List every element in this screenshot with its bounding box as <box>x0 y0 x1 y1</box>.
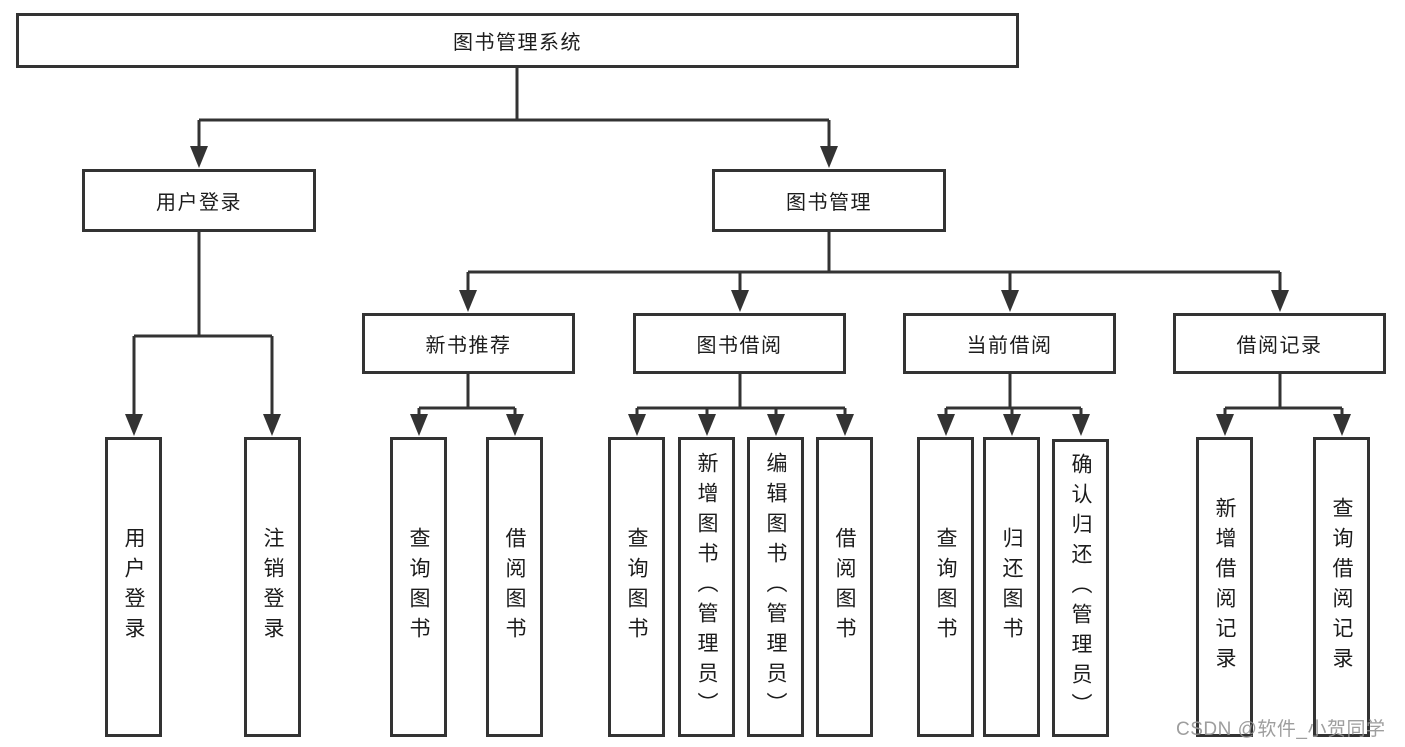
node-label: 用户登录 <box>156 192 242 214</box>
leaf-label: 确认归还（管理员） <box>1069 453 1092 723</box>
leaf-edit-book-admin: 编辑图书（管理员） <box>747 437 804 737</box>
leaf-logout: 注销登录 <box>244 437 301 737</box>
leaf-query-books-current: 查询图书 <box>917 437 974 737</box>
leaf-borrow-books: 借阅图书 <box>816 437 873 737</box>
leaf-add-book-admin: 新增图书（管理员） <box>678 437 735 737</box>
csdn-watermark: CSDN @软件_小贺同学 <box>1176 719 1386 740</box>
leaf-label: 注销登录 <box>261 527 284 647</box>
leaf-borrow-books-recommend: 借阅图书 <box>486 437 543 737</box>
node-library-management-system: 图书管理系统 <box>16 13 1019 68</box>
leaf-user-login: 用户登录 <box>105 437 162 737</box>
leaf-label: 查询图书 <box>934 527 957 647</box>
node-label: 图书管理系统 <box>453 32 582 54</box>
leaf-return-books: 归还图书 <box>983 437 1040 737</box>
leaf-label: 归还图书 <box>1000 527 1023 647</box>
leaf-label: 查询图书 <box>407 527 430 647</box>
node-book-management: 图书管理 <box>712 169 946 232</box>
leaf-query-books-recommend: 查询图书 <box>390 437 447 737</box>
leaf-label: 借阅图书 <box>503 527 526 647</box>
node-label: 图书管理 <box>786 192 872 214</box>
leaf-label: 查询借阅记录 <box>1330 497 1353 677</box>
leaf-label: 新增图书（管理员） <box>695 452 718 722</box>
node-label: 借阅记录 <box>1236 335 1323 357</box>
node-label: 当前借阅 <box>966 335 1053 357</box>
leaf-query-books-borrow: 查询图书 <box>608 437 665 737</box>
node-book-borrowing: 图书借阅 <box>633 313 846 374</box>
node-label: 新书推荐 <box>425 335 512 357</box>
leaf-label: 用户登录 <box>122 527 145 647</box>
leaf-label: 借阅图书 <box>833 527 856 647</box>
leaf-label: 新增借阅记录 <box>1213 497 1236 677</box>
leaf-label: 编辑图书（管理员） <box>764 452 787 722</box>
node-new-book-recommend: 新书推荐 <box>362 313 575 374</box>
node-borrowing-records: 借阅记录 <box>1173 313 1386 374</box>
node-current-borrowing: 当前借阅 <box>903 313 1116 374</box>
leaf-query-borrow-record: 查询借阅记录 <box>1313 437 1370 737</box>
node-label: 图书借阅 <box>696 335 783 357</box>
node-user-login: 用户登录 <box>82 169 316 232</box>
leaf-add-borrow-record: 新增借阅记录 <box>1196 437 1253 737</box>
leaf-confirm-return-admin: 确认归还（管理员） <box>1052 439 1109 737</box>
leaf-label: 查询图书 <box>625 527 648 647</box>
